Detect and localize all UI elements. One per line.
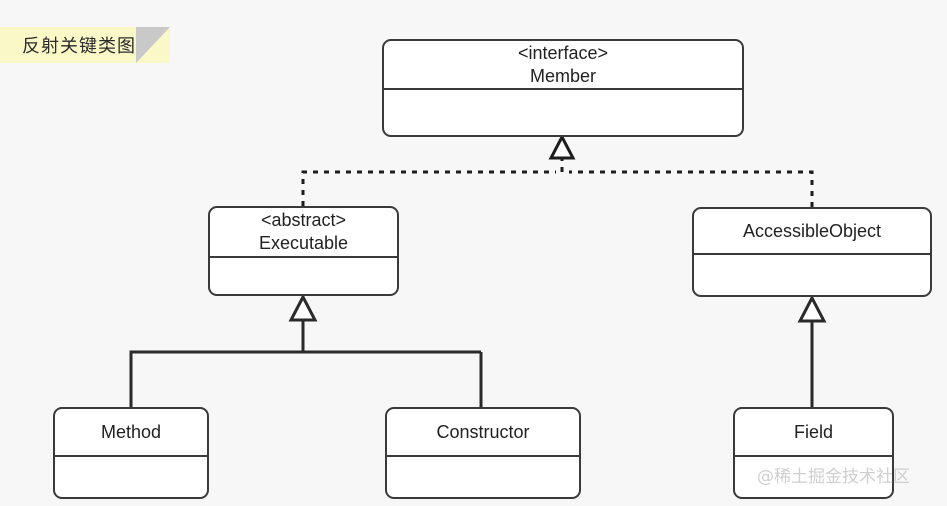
- class-name-executable: Executable: [258, 233, 349, 253]
- class-members-compartment-accessibleobject: [694, 251, 930, 295]
- class-box-field[interactable]: Field: [733, 407, 894, 499]
- class-box-executable[interactable]: <abstract> Executable: [208, 206, 399, 296]
- class-box-constructor[interactable]: Constructor: [385, 407, 581, 499]
- class-title-constructor: Constructor: [387, 409, 579, 457]
- class-name-constructor: Constructor: [436, 421, 530, 442]
- class-name-member: Member: [529, 65, 596, 86]
- hollow-triangle-arrowhead-member: [548, 133, 576, 160]
- class-title-method: Method: [55, 409, 207, 457]
- class-name-method: Method: [100, 421, 162, 442]
- class-name-accessibleobject: AccessibleObject: [742, 220, 882, 241]
- hollow-triangle-arrowhead-accessibleobject: [797, 294, 827, 323]
- class-box-accessibleobject[interactable]: AccessibleObject: [692, 207, 932, 297]
- class-title-executable: <abstract> Executable: [210, 208, 397, 258]
- diagram-title-banner: 反射关键类图: [0, 27, 170, 63]
- class-members-compartment-constructor: [387, 453, 579, 497]
- class-members-compartment-method: [55, 453, 207, 497]
- class-stereotype-member: <interface>: [517, 42, 609, 63]
- class-box-member[interactable]: <interface> Member: [382, 39, 744, 137]
- realization-accessibleobject-to-member: [569, 170, 814, 207]
- generalization-field-to-accessibleobject: [797, 294, 827, 407]
- generalization-method-to-executable: [129, 350, 481, 407]
- class-title-accessibleobject: AccessibleObject: [694, 209, 930, 255]
- class-stereotype-executable: <abstract>: [260, 210, 347, 230]
- class-title-member: <interface> Member: [384, 41, 742, 90]
- class-name-field: Field: [793, 421, 833, 442]
- diagram-title-label: 反射关键类图: [22, 36, 136, 57]
- class-title-field: Field: [735, 409, 892, 457]
- realization-riser-to-member: [548, 133, 576, 172]
- class-members-compartment-member: [384, 86, 742, 135]
- realization-executable-to-member: [301, 170, 556, 206]
- banner-fold-corner: [136, 27, 170, 63]
- hollow-triangle-arrowhead-executable: [288, 293, 318, 322]
- watermark-label: @稀土掘金技术社区: [757, 467, 910, 487]
- generalization-riser-to-executable: [288, 293, 318, 352]
- class-members-compartment-executable: [210, 254, 397, 294]
- class-box-method[interactable]: Method: [53, 407, 209, 499]
